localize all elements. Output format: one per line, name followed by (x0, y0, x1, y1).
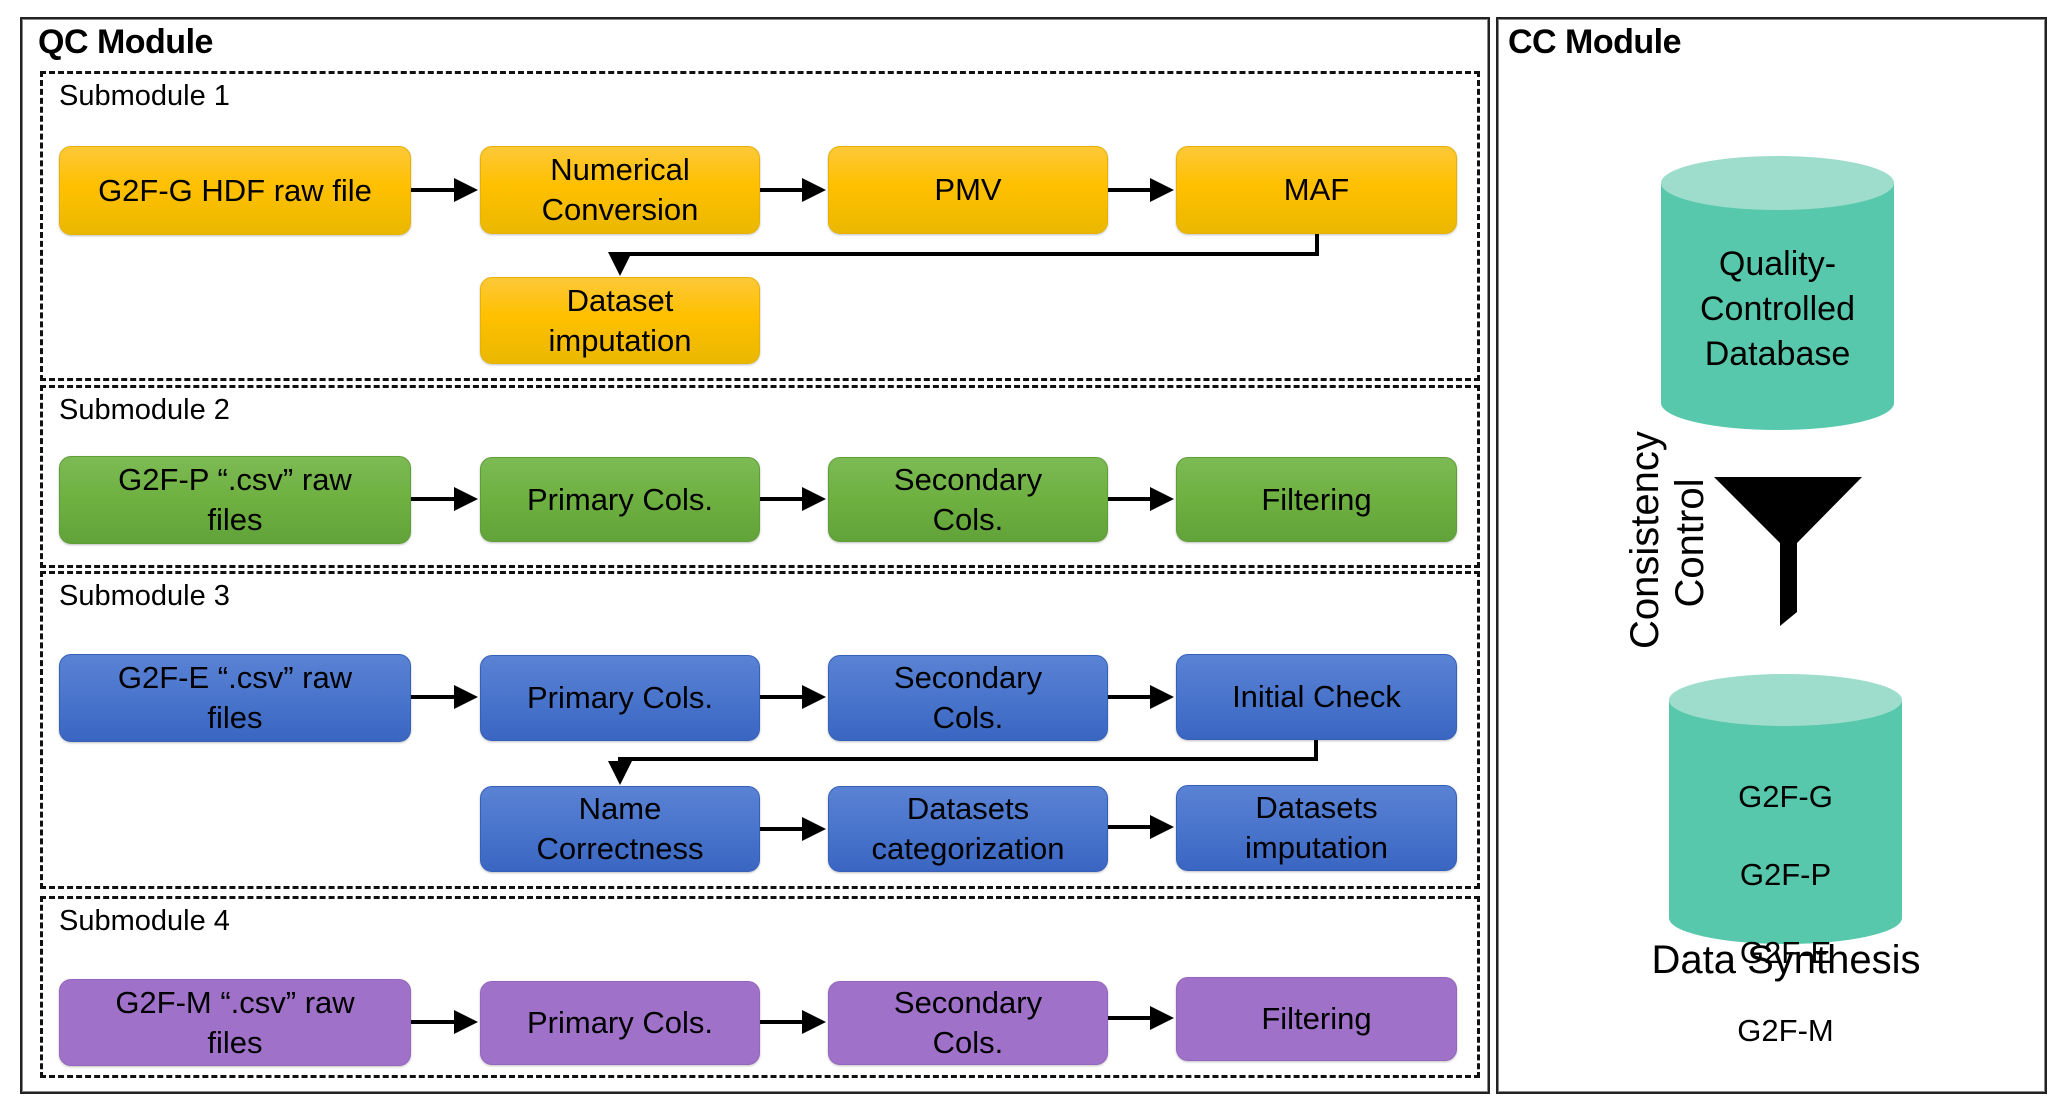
cc-module-title: CC Module (1508, 23, 1682, 61)
step-pmv: PMV (828, 146, 1108, 234)
step-g2f-p-raw-files: G2F-P “.csv” raw files (59, 456, 411, 544)
consistency-label: Consistency (1623, 431, 1667, 649)
submodule-1: Submodule 1 (40, 71, 1480, 381)
step-filtering: Filtering (1176, 457, 1457, 542)
step-dataset-imputation: Dataset imputation (480, 277, 760, 364)
step-name-correctness: Name Correctness (480, 786, 760, 872)
control-label: Control (1668, 478, 1712, 608)
submodule-3-title: Submodule 3 (59, 580, 230, 612)
synthesis-item: G2F-E (1739, 935, 1832, 970)
submodule-4: Submodule 4 (40, 896, 1480, 1078)
step-primary-cols: Primary Cols. (480, 981, 760, 1065)
synthesis-item: G2F-G (1738, 779, 1833, 814)
step-filtering: Filtering (1176, 977, 1457, 1061)
synthesis-item: G2F-P (1739, 857, 1832, 892)
step-datasets-imputation: Datasets imputation (1176, 785, 1457, 871)
qc-module: QC Module (20, 17, 1490, 1094)
step-maf: MAF (1176, 146, 1457, 234)
synthesis-item: G2F-M (1737, 1013, 1834, 1048)
submodule-1-title: Submodule 1 (59, 80, 230, 112)
step-secondary-cols: Secondary Cols. (828, 981, 1108, 1065)
step-initial-check: Initial Check (1176, 654, 1457, 740)
step-primary-cols: Primary Cols. (480, 457, 760, 542)
data-synthesis-label: Data Synthesis (1651, 938, 1921, 982)
submodule-4-title: Submodule 4 (59, 905, 230, 937)
database-label: Quality- Controlled Database (1700, 245, 1855, 373)
step-datasets-categorization: Datasets categorization (828, 786, 1108, 872)
step-primary-cols: Primary Cols. (480, 655, 760, 741)
step-numerical-conversion: Numerical Conversion (480, 146, 760, 234)
cc-module: CC Module (1496, 17, 2047, 1094)
qc-module-title: QC Module (38, 23, 213, 61)
step-secondary-cols: Secondary Cols. (828, 457, 1108, 542)
submodule-3: Submodule 3 (40, 571, 1480, 889)
step-g2f-m-raw-files: G2F-M “.csv” raw files (59, 979, 411, 1066)
submodule-2: Submodule 2 (40, 385, 1480, 568)
submodule-2-title: Submodule 2 (59, 394, 230, 426)
step-g2f-g-raw-file: G2F-G HDF raw file (59, 146, 411, 235)
step-g2f-e-raw-files: G2F-E “.csv” raw files (59, 654, 411, 742)
synthesis-items: G2F-G G2F-P G2F-E G2F-M (1669, 738, 1902, 1089)
step-secondary-cols: Secondary Cols. (828, 655, 1108, 741)
